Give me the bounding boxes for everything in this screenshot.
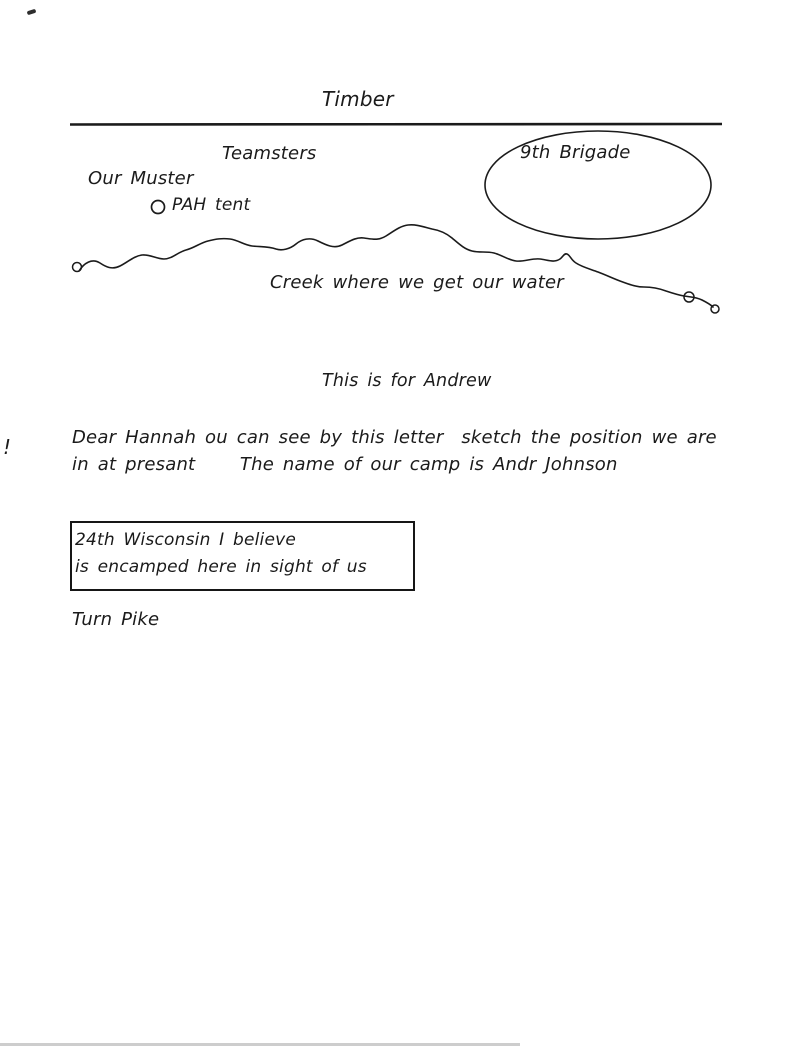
note-box-line1: 24th Wisconsin I believe	[75, 530, 297, 550]
creek-end-loop	[710, 304, 720, 314]
margin-mark: !	[3, 435, 12, 459]
scan-speck	[26, 8, 37, 16]
letter-heading: This is for Andrew	[322, 371, 492, 391]
creek-start-loop	[71, 261, 83, 273]
creek-line	[78, 224, 714, 308]
timber-label: Timber	[322, 87, 394, 111]
scan-bottom-edge	[0, 1043, 520, 1046]
letter-body-line2: in at presant The name of our camp is An…	[72, 454, 618, 475]
timber-line	[69, 122, 723, 126]
our-muster-label: Our Muster	[88, 168, 194, 189]
note-box-line2: is encamped here in sight of us	[75, 557, 367, 577]
creek-small-loop	[683, 291, 695, 303]
note-box: 24th Wisconsin I believe is encamped her…	[70, 521, 415, 591]
pah-tent-label: PAH tent	[172, 195, 251, 215]
brigade-label: 9th Brigade	[520, 142, 631, 163]
turn-pike-label: Turn Pike	[72, 609, 160, 630]
teamsters-label: Teamsters	[222, 143, 317, 164]
creek-label: Creek where we get our water	[270, 272, 564, 293]
letter-body-line1: Dear Hannah ou can see by this letter sk…	[72, 427, 717, 448]
tent-marker-circle	[150, 199, 166, 215]
